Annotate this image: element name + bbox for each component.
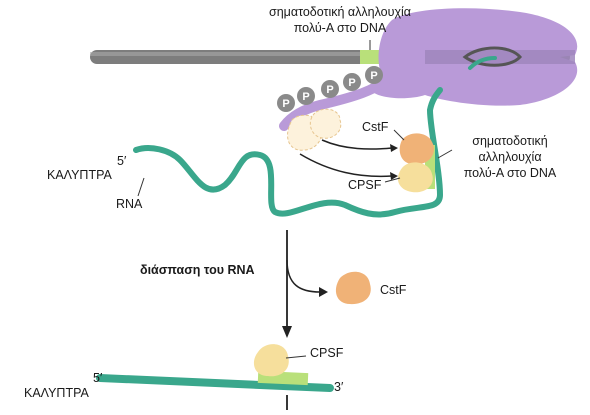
cpsf-label-bottom: CPSF [310, 346, 344, 360]
phosphate-label: P [302, 91, 309, 103]
rna-signal-label-line2: αλληλουχία [478, 150, 542, 164]
dna-signal-label-line1: σηματοδοτική αλληλουχία [268, 5, 412, 19]
phosphate-3 [321, 80, 339, 98]
phosphate-5 [365, 66, 383, 84]
release-arrow [286, 259, 321, 293]
rna-polya-signal [425, 145, 435, 189]
phosphate-2 [297, 87, 315, 105]
cpsf-cleaved [253, 344, 289, 377]
cpsf-label-top: CPSF [348, 178, 382, 192]
cstf-released [335, 271, 371, 305]
cpsf-bound [397, 162, 433, 193]
cap-label-top: ΚΑΛΥΠΤΡΑ [47, 168, 112, 182]
rna-signal-label-line3: πολύ-Α στο DNA [463, 166, 557, 180]
phosphate-label: P [348, 77, 355, 89]
cleaved-rna [96, 374, 334, 392]
phosphate-4 [343, 73, 361, 91]
cstf-bound [399, 133, 435, 165]
rna-polymerase [279, 8, 578, 131]
rna-label: RNA [116, 197, 143, 211]
dna-polya-signal [360, 50, 384, 64]
five-prime-bottom: 5′ [93, 371, 103, 385]
phosphate-1 [277, 94, 295, 112]
cleavage-label: διάσπαση του RNA [140, 263, 255, 277]
rna-signal-label-line1: σηματοδοτική [472, 134, 548, 148]
cap-label-bottom: ΚΑΛΥΠΤΡΑ [24, 386, 89, 400]
dna-signal-label-line2: πολύ-Α στο DNA [293, 21, 387, 35]
five-prime-top: 5′ [117, 154, 127, 168]
phosphate-label: P [370, 70, 377, 82]
transfer-arrows [299, 139, 398, 180]
ghost-complexes [287, 108, 342, 151]
three-prime-bottom: 3′ [334, 380, 344, 394]
cstf-label-released: CstF [380, 283, 407, 297]
phosphate-groups: P P P P P [277, 66, 383, 112]
phosphate-label: P [326, 84, 333, 96]
cstf-label-top: CstF [362, 120, 389, 134]
phosphate-label: P [282, 98, 289, 110]
